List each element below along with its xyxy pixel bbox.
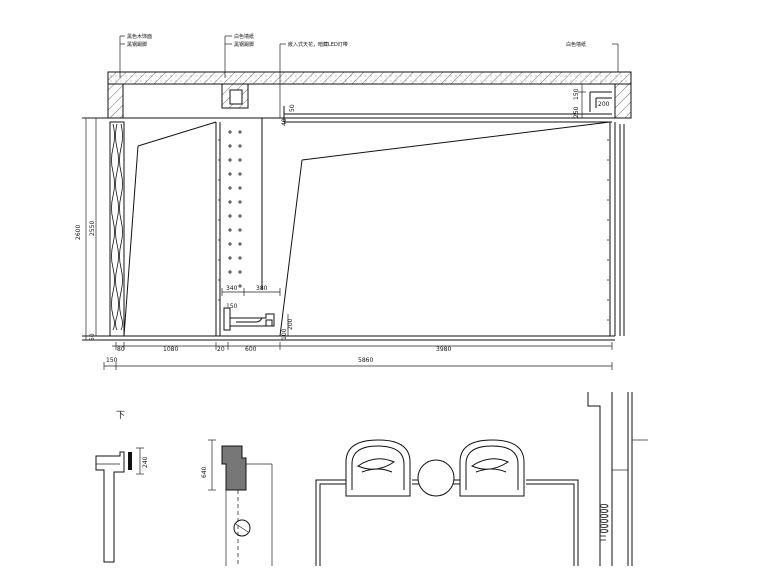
note-white-wallpaper-right: 白色墙纸 — [566, 41, 586, 48]
detail-right — [587, 392, 648, 566]
note-black-steel-skirting-left: 黑钢踢脚 — [127, 41, 147, 48]
dim-150: 150 — [106, 357, 118, 364]
label-under: 下 — [116, 411, 125, 421]
dim-3980: 3980 — [436, 346, 451, 353]
dim-detail-100: 100 — [281, 328, 288, 340]
armchair-left — [345, 439, 411, 497]
dim-ceiling-40: 40 — [281, 118, 288, 126]
dim-80: 80 — [117, 346, 125, 353]
dim-640: 640 — [201, 466, 208, 478]
detail-middle — [208, 439, 273, 566]
ceiling-lines — [82, 91, 615, 123]
dim-20: 20 — [217, 346, 225, 353]
dim-ceiling-50: 50 — [289, 104, 296, 112]
note-white-wallpaper-mid: 白色墙纸 — [234, 33, 254, 40]
dimension-lines — [82, 84, 613, 370]
ceiling-slab — [107, 71, 632, 119]
dim-detail-200: 200 — [287, 318, 294, 330]
plan-furniture — [315, 439, 579, 566]
dim-detail-150: 150 — [226, 303, 238, 310]
wall-elevation — [82, 118, 625, 341]
dim-240: 240 — [142, 456, 149, 468]
dim-height-2600: 2600 — [75, 225, 82, 240]
dim-5860: 5860 — [358, 357, 373, 364]
dim-right-250: 250 — [573, 106, 580, 118]
detail-left — [95, 447, 144, 563]
note-ceiling-led: 嵌入式天花，暗藏LED灯带 — [288, 41, 348, 48]
armchair-right — [459, 439, 525, 497]
dim-right-200: 200 — [598, 101, 610, 108]
dim-detail-380: 380 — [256, 285, 268, 292]
side-table — [417, 459, 455, 497]
dim-detail-340: 340 — [226, 285, 238, 292]
dim-height-2550: 2550 — [89, 221, 96, 236]
dim-right-150: 150 — [573, 88, 580, 100]
note-black-steel-skirting-mid: 黑钢踢脚 — [234, 41, 254, 48]
note-black-wood-veneer: 黑色木饰面 — [127, 33, 152, 40]
wallpaper-pattern — [218, 130, 609, 321]
dim-600: 600 — [245, 346, 257, 353]
dim-base-50: 50 — [89, 333, 96, 341]
dim-1080: 1080 — [163, 346, 178, 353]
